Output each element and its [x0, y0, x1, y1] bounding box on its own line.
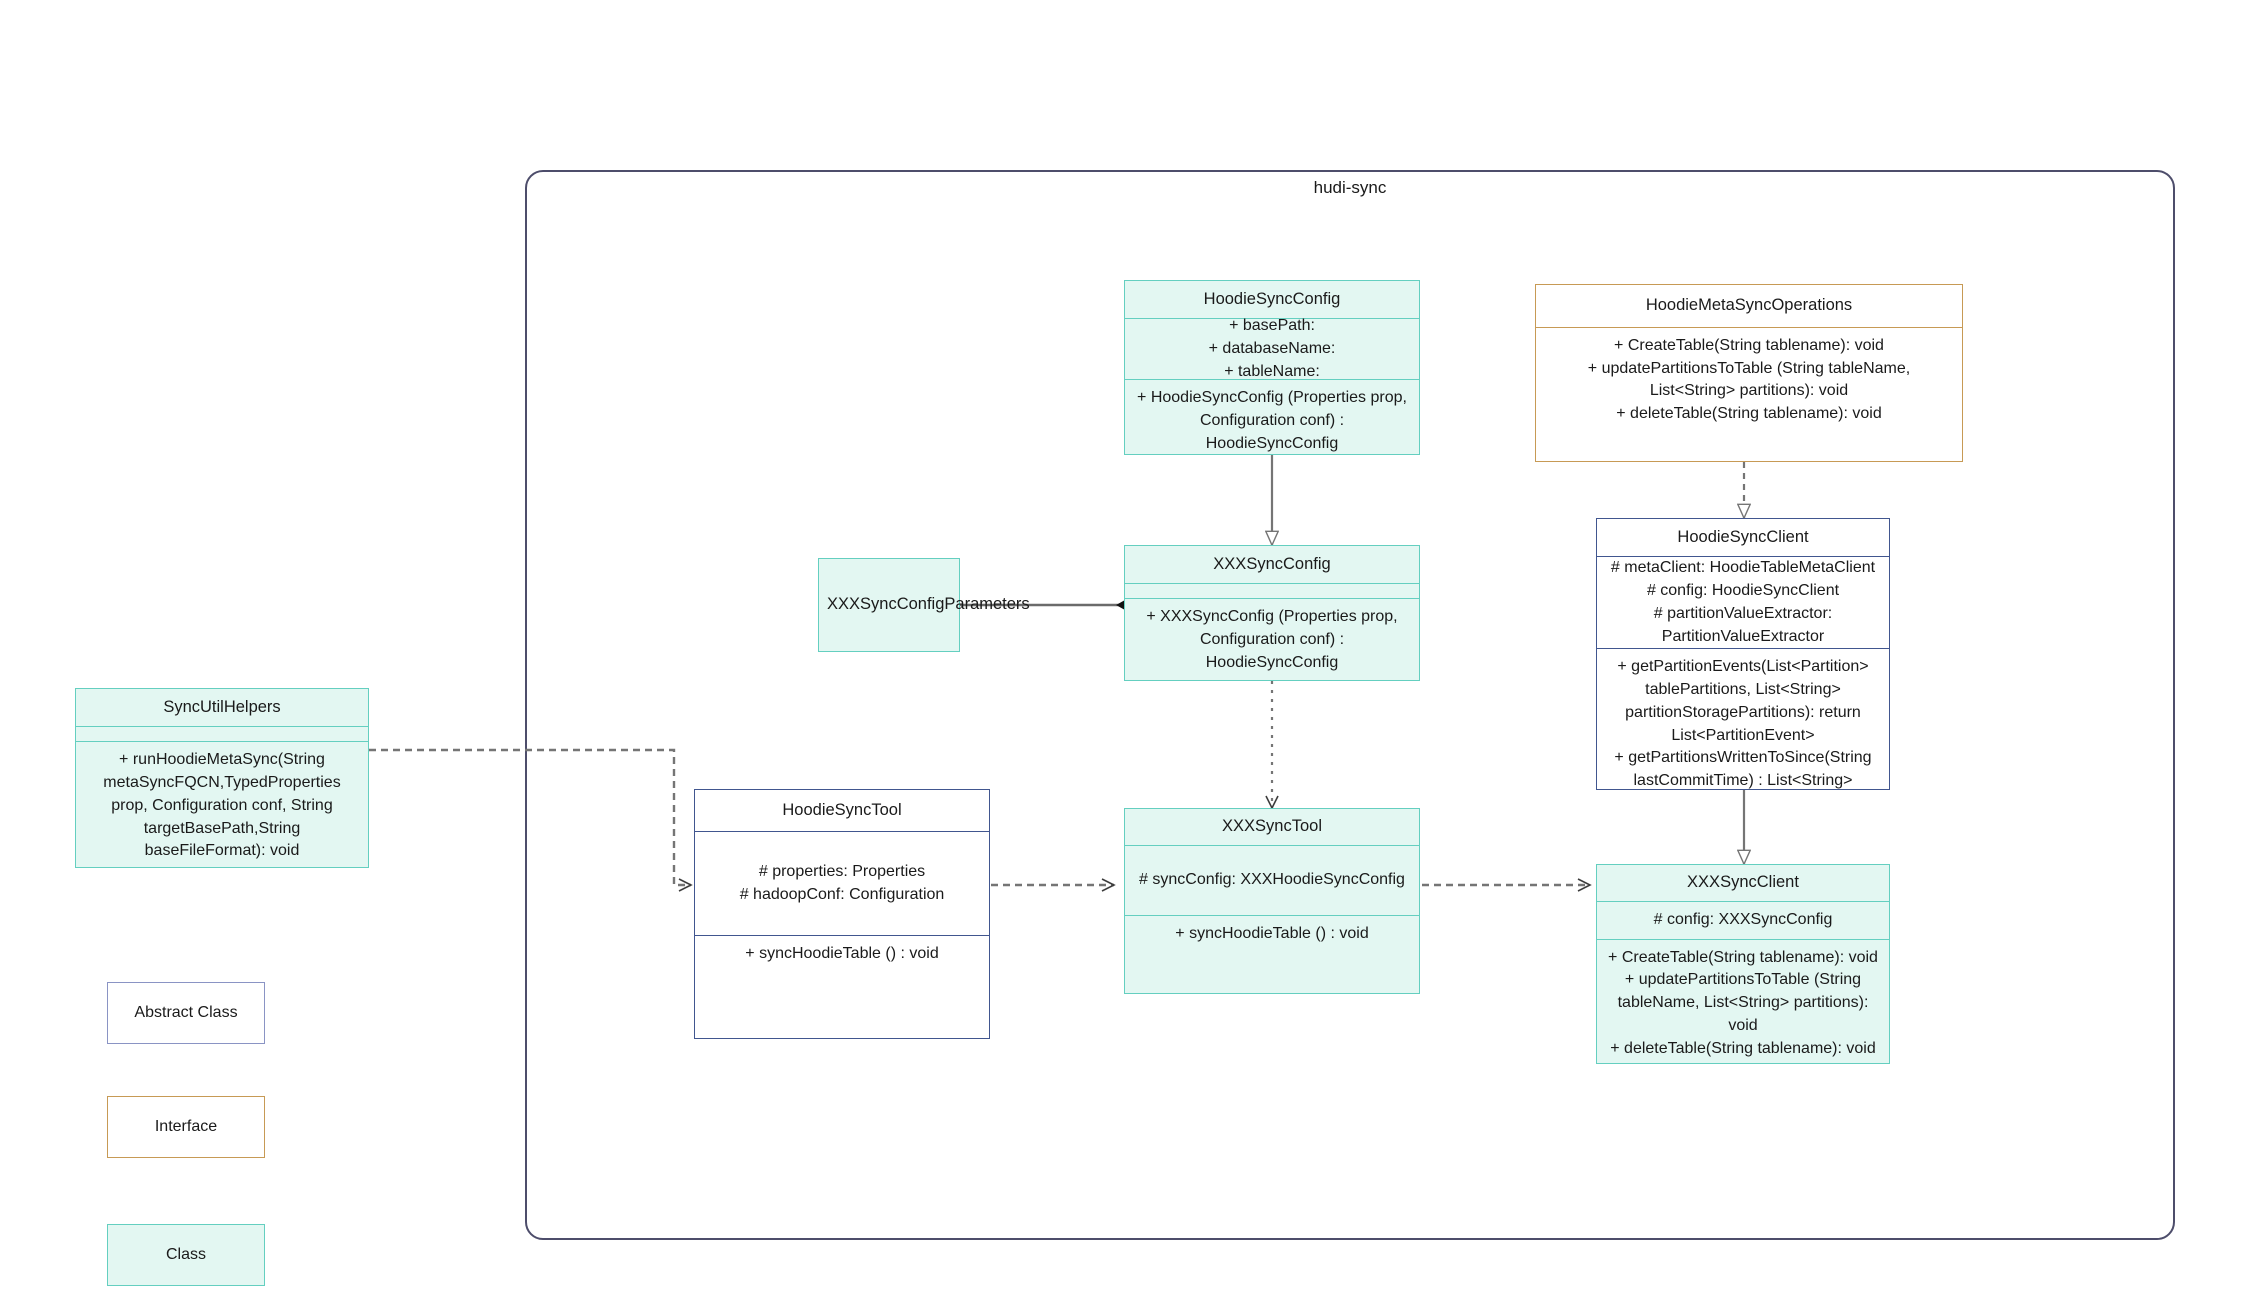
class-name-sync-util-helpers: SyncUtilHelpers: [76, 689, 368, 728]
class-node-xxx-sync-client[interactable]: XXXSyncClient # config: XXXSyncConfig + …: [1596, 864, 1890, 1064]
interface-methods-hoodie-meta-sync-operations: + CreateTable(String tablename): void + …: [1536, 328, 1962, 433]
attribute-item: # syncConfig: XXXHoodieSyncConfig: [1139, 871, 1405, 889]
attribute-item: + tableName:: [1224, 362, 1320, 380]
interface-name-hoodie-meta-sync-operations: HoodieMetaSyncOperations: [1536, 285, 1962, 328]
class-methods-sync-util-helpers: + runHoodieMetaSync(String metaSyncFQCN,…: [76, 742, 368, 870]
legend-abstract-class: Abstract Class: [107, 982, 265, 1044]
class-name-xxx-sync-config: XXXSyncConfig: [1125, 546, 1419, 585]
interface-node-hoodie-meta-sync-operations[interactable]: HoodieMetaSyncOperations + CreateTable(S…: [1535, 284, 1963, 462]
attribute-item: + databaseName:: [1208, 340, 1336, 358]
method-item: + syncHoodieTable () : void: [745, 945, 939, 962]
method-item: + syncHoodieTable () : void: [1175, 925, 1369, 942]
method-item: + getPartitionEvents(List<Partition> tab…: [1617, 658, 1869, 744]
legend-class: Class: [107, 1224, 265, 1286]
class-methods-hoodie-sync-tool: + syncHoodieTable () : void: [695, 936, 989, 973]
class-attributes-xxx-sync-tool: # syncConfig: XXXHoodieSyncConfig: [1125, 846, 1419, 916]
class-name-xxx-sync-config-parameters: XXXSyncConfigParameters: [827, 595, 1030, 614]
class-attributes-xxx-sync-client: # config: XXXSyncConfig: [1597, 902, 1889, 940]
attribute-item: + basePath:: [1229, 317, 1315, 335]
attribute-item: # config: HoodieSyncClient: [1646, 582, 1840, 600]
legend-interface: Interface: [107, 1096, 265, 1158]
method-item: + runHoodieMetaSync(String metaSyncFQCN,…: [103, 751, 341, 860]
class-methods-xxx-sync-config: + XXXSyncConfig (Properties prop, Config…: [1125, 599, 1419, 681]
class-node-xxx-sync-tool[interactable]: XXXSyncTool # syncConfig: XXXHoodieSyncC…: [1124, 808, 1420, 994]
abstract-node-hoodie-sync-client[interactable]: HoodieSyncClient # metaClient: HoodieTab…: [1596, 518, 1890, 790]
class-node-sync-util-helpers[interactable]: SyncUtilHelpers + runHoodieMetaSync(Stri…: [75, 688, 369, 868]
abstract-node-hoodie-sync-tool[interactable]: HoodieSyncTool # properties: Properties …: [694, 789, 990, 1039]
class-node-hoodie-sync-config[interactable]: HoodieSyncConfig + basePath: + databaseN…: [1124, 280, 1420, 455]
class-name-xxx-sync-tool: XXXSyncTool: [1125, 809, 1419, 846]
package-title: hudi-sync: [1313, 178, 1387, 197]
method-item: + XXXSyncConfig (Properties prop, Config…: [1146, 608, 1398, 671]
attribute-item: # metaClient: HoodieTableMetaClient: [1610, 559, 1876, 577]
class-node-xxx-sync-config[interactable]: XXXSyncConfig + XXXSyncConfig (Propertie…: [1124, 545, 1420, 681]
class-name-xxx-sync-client: XXXSyncClient: [1597, 865, 1889, 902]
method-item: + deleteTable(String tablename): void: [1616, 405, 1882, 423]
legend-label: Interface: [154, 1118, 218, 1135]
attribute-item: # config: XXXSyncConfig: [1653, 911, 1833, 928]
class-methods-xxx-sync-tool: + syncHoodieTable () : void: [1125, 916, 1419, 953]
class-attributes-hoodie-sync-client: # metaClient: HoodieTableMetaClient # co…: [1597, 557, 1889, 650]
attribute-item: # properties: Properties: [758, 862, 926, 880]
class-node-xxx-sync-config-parameters[interactable]: XXXSyncConfigParameters: [818, 558, 1030, 652]
method-item: + HoodieSyncConfig (Properties prop, Con…: [1137, 389, 1407, 452]
class-methods-xxx-sync-client: + CreateTable(String tablename): void + …: [1597, 940, 1889, 1068]
method-item: + CreateTable(String tablename): void: [1608, 948, 1878, 966]
class-attributes-hoodie-sync-tool: # properties: Properties # hadoopConf: C…: [695, 832, 989, 936]
package-hudi-sync: [525, 170, 2175, 1240]
class-name-hoodie-sync-config: HoodieSyncConfig: [1125, 281, 1419, 320]
class-attributes-sync-util-helpers: [76, 727, 368, 743]
method-item: + updatePartitionsToTable (String tableN…: [1617, 971, 1869, 1034]
method-item: + updatePartitionsToTable (String tableN…: [1587, 359, 1911, 400]
legend-label: Class: [165, 1246, 206, 1263]
class-name-hoodie-sync-client: HoodieSyncClient: [1597, 519, 1889, 558]
class-methods-hoodie-sync-config: + HoodieSyncConfig (Properties prop, Con…: [1125, 380, 1419, 462]
class-name-hoodie-sync-tool: HoodieSyncTool: [695, 790, 989, 832]
legend-label: Abstract Class: [134, 1004, 238, 1021]
method-item: + CreateTable(String tablename): void: [1614, 337, 1884, 354]
class-attributes-hoodie-sync-config: + basePath: + databaseName: + tableName:: [1125, 317, 1419, 381]
attribute-item: # hadoopConf: Configuration: [739, 885, 945, 903]
class-attributes-xxx-sync-config: [1125, 584, 1419, 600]
method-item: + getPartitionsWrittenToSince(String las…: [1614, 749, 1872, 790]
method-item: + deleteTable(String tablename): void: [1610, 1039, 1876, 1057]
class-methods-hoodie-sync-client: + getPartitionEvents(List<Partition> tab…: [1597, 649, 1889, 799]
attribute-item: # partitionValueExtractor: PartitionValu…: [1653, 604, 1833, 645]
